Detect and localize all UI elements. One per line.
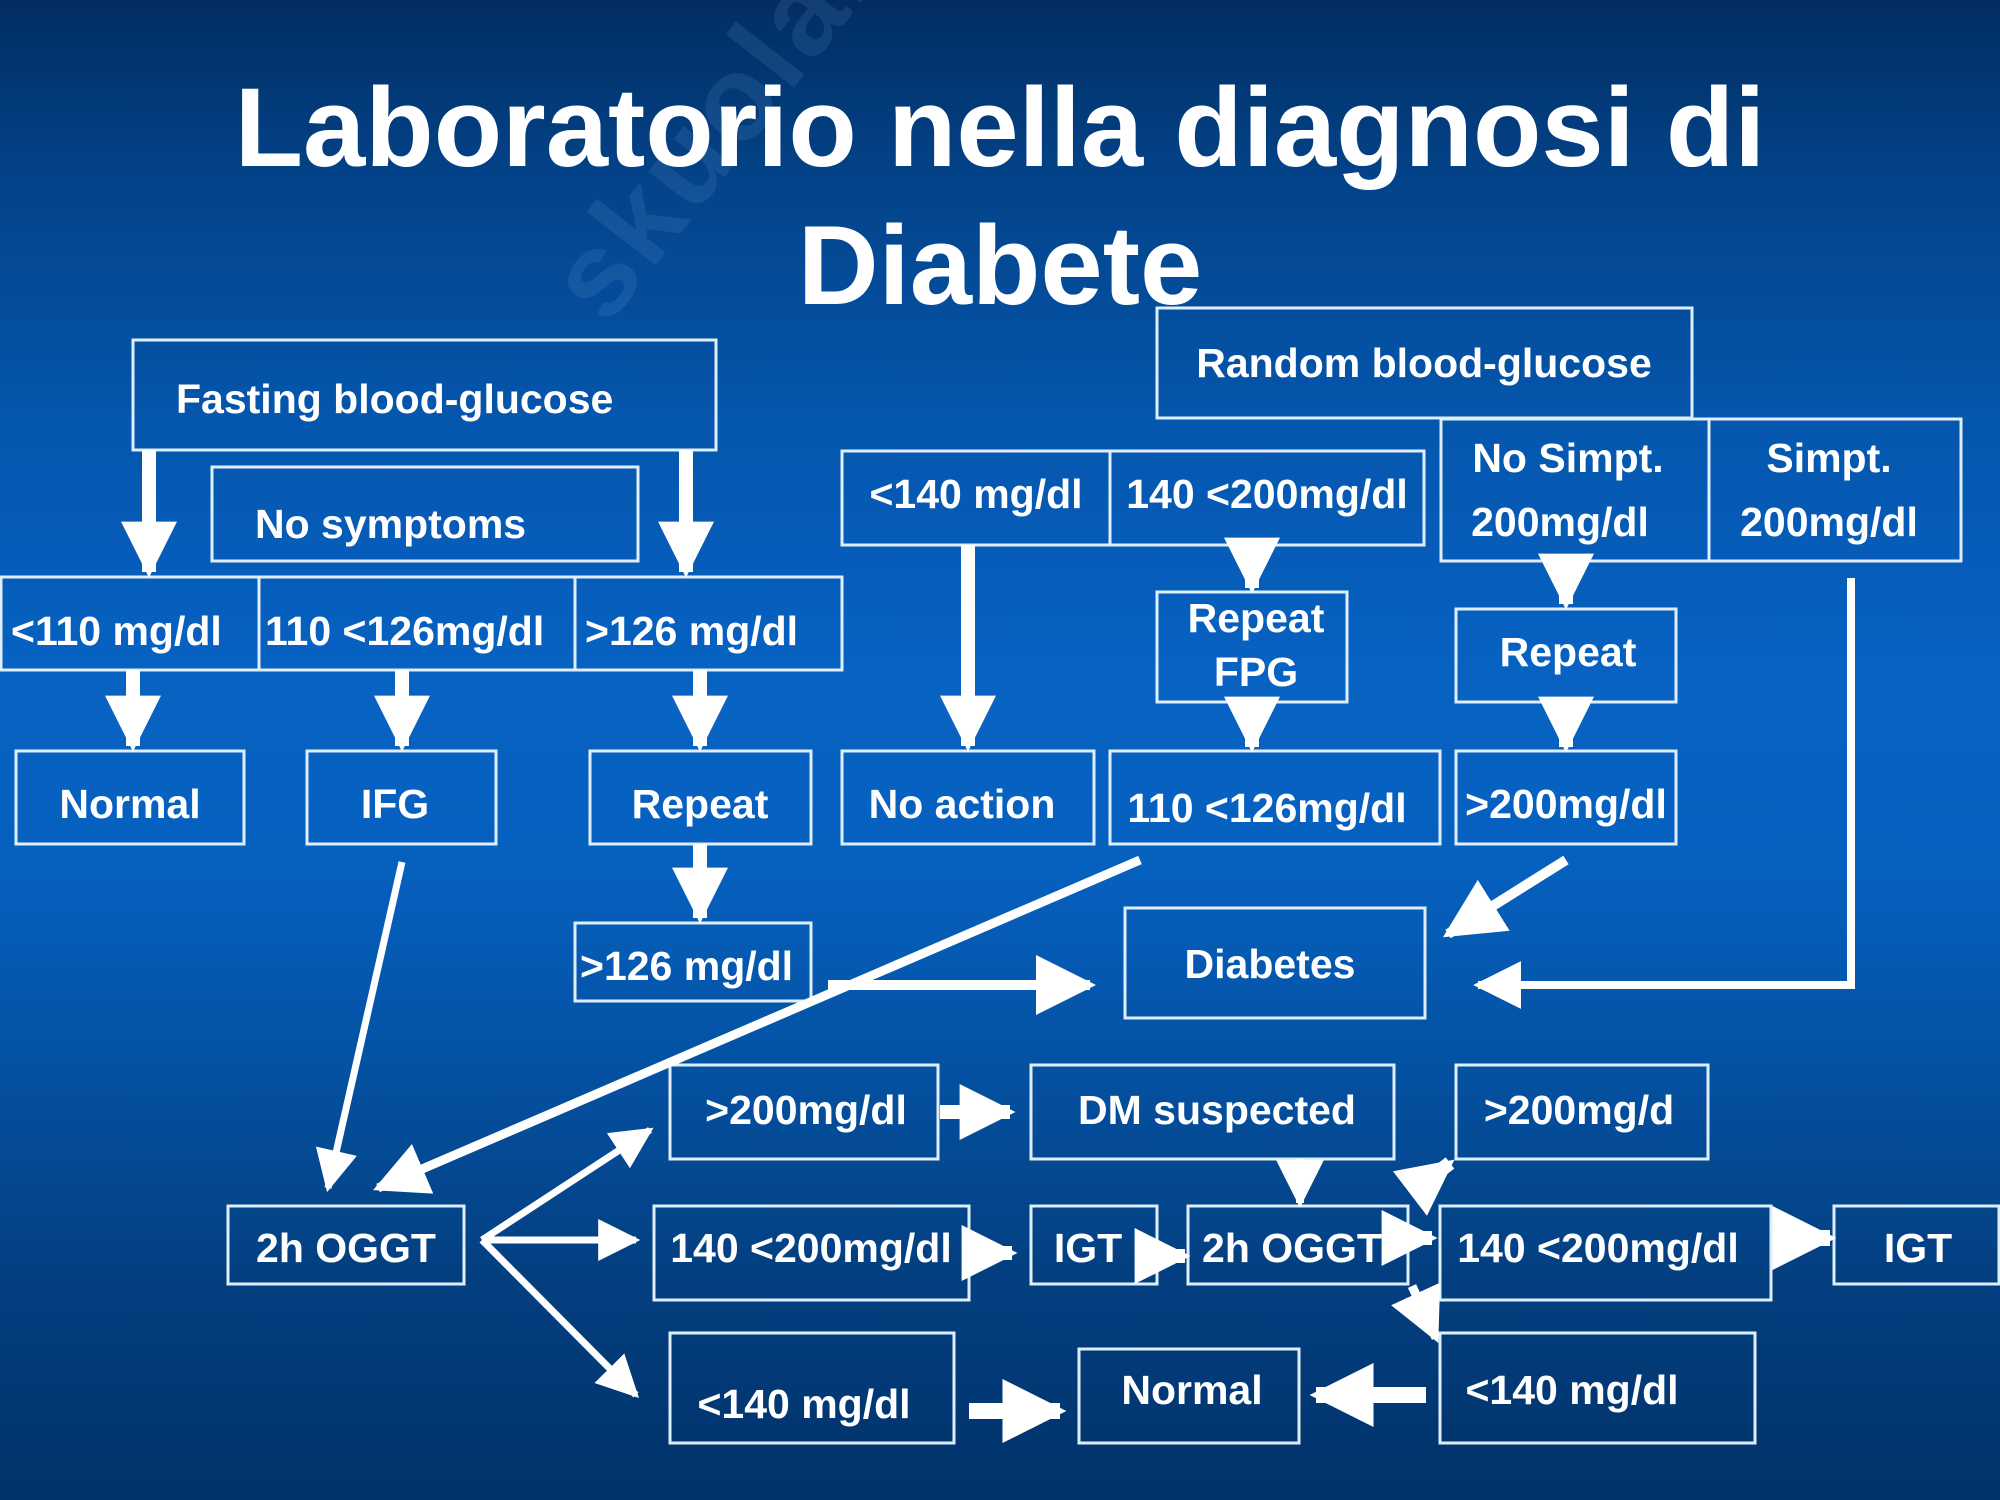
fasting-outcome-repeat-label: Repeat — [632, 781, 769, 827]
ogtt-left-label: 2h OGGT — [256, 1225, 436, 1271]
arrow-ogtt-to-140 — [479, 1237, 639, 1398]
arrow-ifg-to-ogtt — [315, 861, 406, 1193]
ogtt-left-result-140-box — [668, 1331, 956, 1445]
fasting-range-label-2: 110 <126mg/dl — [265, 608, 544, 654]
no-symptoms-200-line1: No Simpt. — [1472, 435, 1663, 481]
ogtt-right-result-140-box — [1438, 1331, 1757, 1445]
random-range-label-1: <140 mg/dl — [869, 471, 1082, 517]
ogtt-right-label: 2h OGGT — [1202, 1225, 1382, 1271]
arrow-fpg-result-to-ogtt — [373, 855, 1142, 1194]
ogtt-right-result-140-200-label: 140 <200mg/dl — [1457, 1225, 1738, 1271]
diabetes-box — [1123, 906, 1427, 1020]
dm-suspected-label: DM suspected — [1078, 1087, 1356, 1133]
random-header-box — [1155, 306, 1694, 420]
fasting-repeat-result-label: >126 mg/dl — [580, 943, 793, 989]
random-repeat-result-label: >200mg/dl — [1465, 781, 1667, 827]
normal-label: Normal — [1121, 1367, 1262, 1413]
fasting-header-label: Fasting blood-glucose — [176, 376, 613, 422]
no-symptoms-box — [210, 465, 640, 563]
igt-right-label: IGT — [1884, 1225, 1952, 1271]
symptoms-200-line2: 200mg/dl — [1740, 499, 1918, 545]
normal-box — [1077, 1347, 1301, 1445]
dm-suspected-box — [1029, 1063, 1396, 1161]
ogtt-left-box — [226, 1204, 466, 1286]
ogtt-right-result-140-200-box — [1438, 1204, 1773, 1302]
arrow-symptoms-to-diabetes — [1473, 578, 1855, 1009]
igt-left-label: IGT — [1054, 1225, 1122, 1271]
no-symptoms-200-line2: 200mg/dl — [1471, 499, 1649, 545]
arrow-ogtt-right-to-200 — [1392, 1157, 1455, 1216]
arrow-ogtt-right-to-140 — [1391, 1282, 1441, 1343]
ogtt-right-result-200-label: >200mg/d — [1484, 1087, 1674, 1133]
fasting-range-label-3: >126 mg/dl — [585, 608, 798, 654]
repeat-fpg-line2: FPG — [1214, 649, 1298, 695]
fasting-outcome-ifg-label: IFG — [361, 781, 429, 827]
ogtt-right-result-140-label: <140 mg/dl — [1465, 1367, 1678, 1413]
no-symptoms-label: No symptoms — [255, 501, 526, 547]
ogtt-right-result-200-box — [1454, 1063, 1710, 1161]
fasting-outcome-normal-label: Normal — [59, 781, 200, 827]
no-action-label: No action — [869, 781, 1056, 827]
random-repeat-label: Repeat — [1500, 629, 1637, 675]
fasting-range-label-1: <110 mg/dl — [11, 608, 222, 654]
random-range-label-2: 140 <200mg/dl — [1126, 471, 1407, 517]
symptoms-200-box — [1707, 417, 1963, 563]
diabetes-label: Diabetes — [1185, 941, 1356, 987]
fasting-header-box — [131, 338, 718, 452]
ogtt-left-result-200-label: >200mg/dl — [705, 1087, 907, 1133]
random-header-label: Random blood-glucose — [1196, 340, 1652, 386]
ogtt-left-result-140-200-label: 140 <200mg/dl — [670, 1225, 951, 1271]
fpg-result-label: 110 <126mg/dl — [1127, 785, 1406, 831]
symptoms-200-line1: Simpt. — [1766, 435, 1891, 481]
ogtt-left-result-140-label: <140 mg/dl — [697, 1381, 910, 1427]
repeat-fpg-line1: Repeat — [1188, 595, 1325, 641]
slide-title-line-2: Diabete — [797, 203, 1203, 328]
arrow-ogtt-to-200 — [480, 1127, 654, 1243]
arrow-200-to-diabetes — [1442, 855, 1569, 939]
slide-title-line-1: Laboratorio nella diagnosi di — [234, 65, 1766, 190]
ogtt-left-result-200-box — [668, 1063, 940, 1161]
